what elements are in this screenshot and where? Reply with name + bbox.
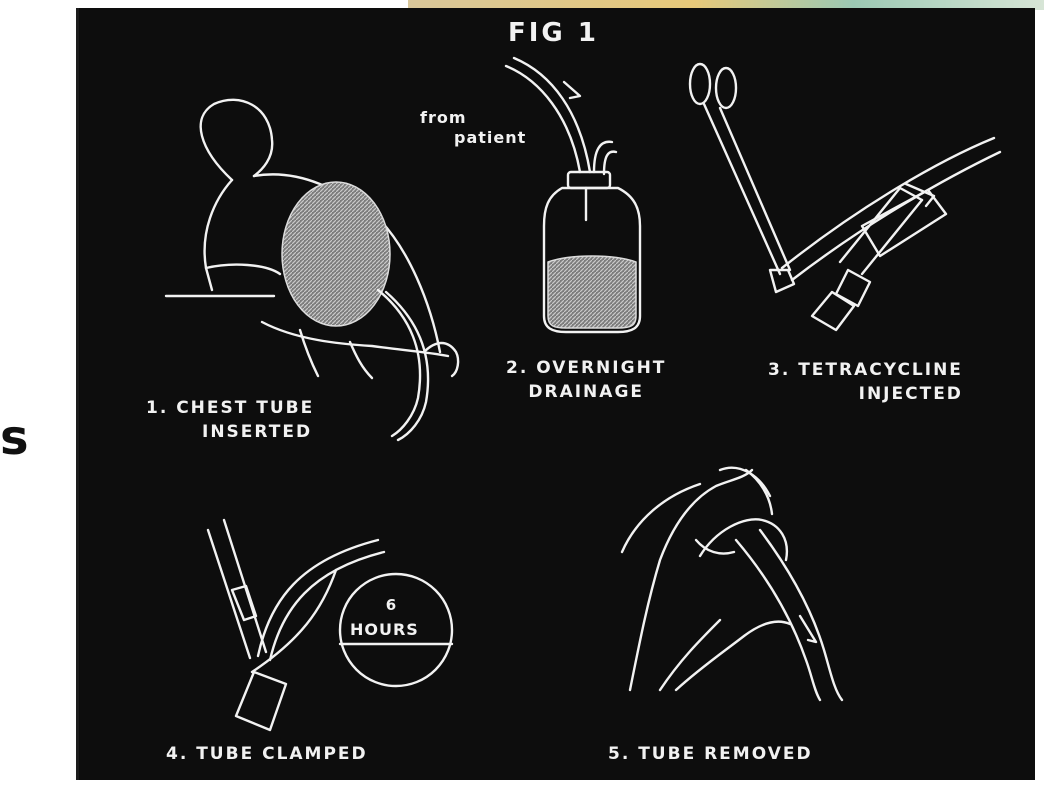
step-3-line-2: INJECTED — [768, 382, 963, 406]
clock-unit: HOURS — [350, 620, 419, 639]
patient-figure — [166, 100, 458, 440]
step-1-label: 1. CHEST TUBE INSERTED — [146, 396, 314, 444]
annotation-from-patient: from patient — [420, 108, 526, 148]
step-2-label: 2. OVERNIGHT DRAINAGE — [506, 356, 666, 404]
annotation-line-1: from — [420, 108, 526, 128]
step-4-label: 4. TUBE CLAMPED — [166, 742, 368, 766]
step-2-line-2: DRAINAGE — [506, 380, 666, 404]
step-1-line-1: 1. CHEST TUBE — [146, 396, 314, 420]
step-1-line-2: INSERTED — [146, 420, 314, 444]
syringe-and-clamp — [690, 64, 1000, 330]
step-3-label: 3. TETRACYCLINE INJECTED — [768, 358, 963, 406]
pleural-effusion-shading — [282, 182, 390, 326]
clock-number: 6 — [372, 596, 412, 614]
annotation-line-2: patient — [454, 128, 526, 148]
figure-title: FIG 1 — [508, 18, 599, 48]
drainage-bottle — [506, 58, 640, 332]
hands-removing-tube — [622, 468, 842, 700]
step-2-line-1: 2. OVERNIGHT — [506, 356, 666, 380]
step-5-label: 5. TUBE REMOVED — [608, 742, 813, 766]
step-3-line-1: 3. TETRACYCLINE — [768, 358, 963, 382]
